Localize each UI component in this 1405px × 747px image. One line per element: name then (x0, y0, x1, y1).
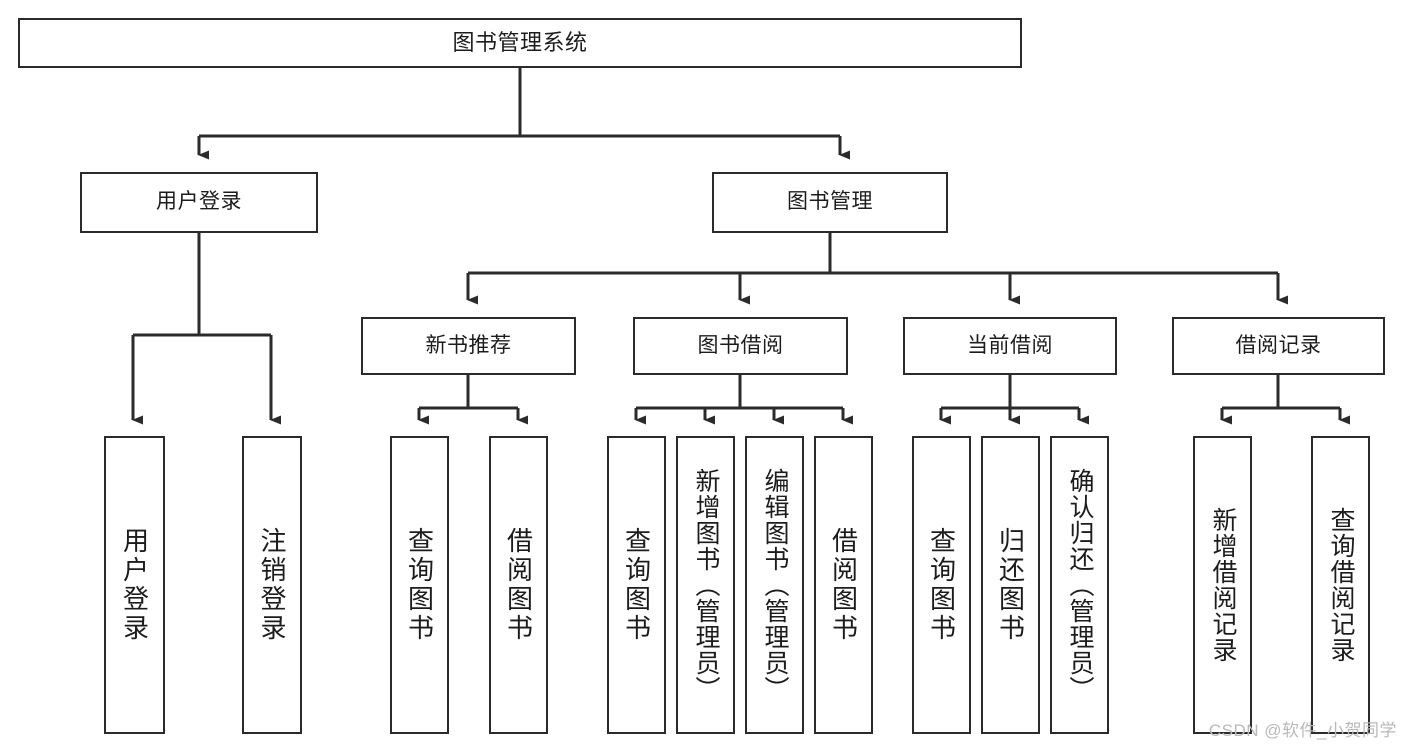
leaf-return-books[interactable]: 归还图书 (981, 436, 1040, 734)
leaf-logout[interactable]: 注销登录 (242, 436, 302, 734)
node-label: 用户登录 (119, 527, 150, 643)
leaf-user-login[interactable]: 用户登录 (104, 436, 165, 734)
leaf-edit-book-admin[interactable]: 编辑图书（管理员） (745, 436, 804, 734)
node-book-management[interactable]: 图书管理 (712, 172, 948, 233)
leaf-add-borrowing-record[interactable]: 新增借阅记录 (1193, 436, 1252, 734)
node-label: 新增借阅记录 (1209, 507, 1237, 663)
node-label: 查询图书 (621, 527, 652, 643)
node-book-borrowing[interactable]: 图书借阅 (633, 317, 848, 375)
node-label: 查询借阅记录 (1327, 507, 1355, 663)
node-label: 查询图书 (404, 527, 435, 643)
leaf-confirm-return-admin[interactable]: 确认归还（管理员） (1050, 436, 1109, 734)
csdn-watermark: CSDN @软件_小贺同学 (1208, 721, 1397, 740)
node-label: 借阅图书 (503, 527, 534, 643)
node-new-book-recommendation[interactable]: 新书推荐 (361, 317, 576, 375)
leaf-borrow-books-borrowing[interactable]: 借阅图书 (814, 436, 873, 734)
node-label: 当前借阅 (967, 333, 1053, 357)
node-label: 图书管理系统 (452, 30, 588, 56)
leaf-query-books-borrowing[interactable]: 查询图书 (607, 436, 666, 734)
node-borrowing-records[interactable]: 借阅记录 (1172, 317, 1385, 375)
node-current-borrowing[interactable]: 当前借阅 (903, 317, 1117, 375)
node-label: 查询图书 (926, 527, 957, 643)
node-label: 图书管理 (787, 190, 873, 214)
node-label: 确认归还（管理员） (1066, 468, 1094, 702)
node-label: 编辑图书（管理员） (761, 468, 789, 702)
node-label: 借阅图书 (828, 527, 859, 643)
leaf-add-book-admin[interactable]: 新增图书（管理员） (676, 436, 735, 734)
node-label: 新增图书（管理员） (692, 468, 720, 702)
node-root-book-management-system[interactable]: 图书管理系统 (18, 18, 1022, 68)
node-label: 归还图书 (995, 527, 1026, 643)
node-user-login[interactable]: 用户登录 (80, 172, 318, 233)
node-label: 注销登录 (257, 527, 287, 643)
node-label: 借阅记录 (1235, 333, 1322, 357)
leaf-query-books-new-recommendation[interactable]: 查询图书 (390, 436, 449, 734)
leaf-query-books-current[interactable]: 查询图书 (912, 436, 971, 734)
leaf-query-borrowing-record[interactable]: 查询借阅记录 (1311, 436, 1370, 734)
node-label: 用户登录 (156, 190, 242, 214)
node-label: 新书推荐 (425, 333, 512, 357)
node-label: 图书借阅 (697, 333, 784, 357)
leaf-borrow-books-new-recommendation[interactable]: 借阅图书 (489, 436, 548, 734)
